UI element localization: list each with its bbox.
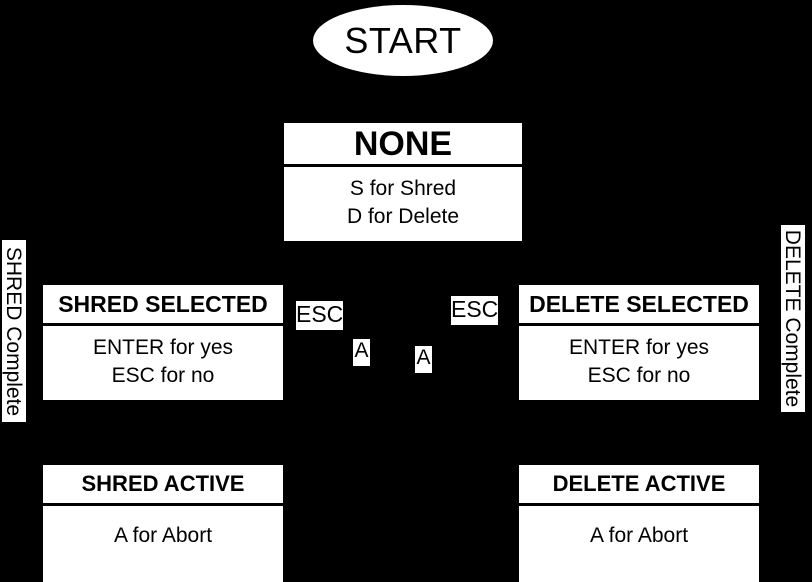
edge-label-esc-left: ESC — [296, 301, 343, 330]
state-delete-active-line-1: A for Abort — [589, 524, 689, 547]
side-label-shred-complete-text: SHRED Complete — [2, 246, 26, 416]
edge-label-abort-right: A — [415, 346, 432, 373]
start-node-label: START — [344, 19, 462, 61]
side-label-delete-complete: DELETE Complete — [781, 225, 805, 412]
state-delete-selected-title: DELETE SELECTED — [529, 290, 749, 317]
edge-label-abort-left: A — [353, 339, 370, 366]
edge-label-esc-right: ESC — [451, 296, 498, 325]
state-none-title-row: NONE — [284, 123, 522, 167]
state-none-title: NONE — [353, 124, 453, 163]
state-shred-active-title: SHRED ACTIVE — [81, 471, 245, 496]
state-delete-selected-body: ENTER for yes ESC for no — [519, 326, 759, 400]
state-box-none[interactable]: NONE S for Shred D for Delete — [284, 123, 522, 241]
state-shred-selected-title: SHRED SELECTED — [58, 290, 268, 317]
state-delete-selected-title-row: DELETE SELECTED — [519, 285, 759, 326]
state-box-delete-active[interactable]: DELETE ACTIVE A for Abort — [519, 465, 759, 582]
state-box-shred-selected[interactable]: SHRED SELECTED ENTER for yes ESC for no — [43, 285, 283, 400]
state-box-shred-active[interactable]: SHRED ACTIVE A for Abort — [43, 465, 283, 582]
state-delete-active-title: DELETE ACTIVE — [552, 471, 726, 496]
state-shred-selected-title-row: SHRED SELECTED — [43, 285, 283, 326]
state-shred-selected-line-1: ENTER for yes — [92, 336, 234, 359]
state-box-delete-selected[interactable]: DELETE SELECTED ENTER for yes ESC for no — [519, 285, 759, 400]
state-delete-selected-line-1: ENTER for yes — [568, 336, 710, 359]
state-delete-selected-line-2: ESC for no — [587, 363, 691, 387]
side-label-shred-complete: SHRED Complete — [2, 240, 26, 422]
state-none-line-2: D for Delete — [346, 204, 460, 228]
side-label-delete-complete-text: DELETE Complete — [781, 229, 805, 408]
start-node[interactable]: START — [313, 5, 493, 76]
state-shred-active-line-1: A for Abort — [113, 524, 213, 547]
state-delete-active-body: A for Abort — [519, 506, 759, 582]
state-shred-selected-body: ENTER for yes ESC for no — [43, 326, 283, 400]
state-none-line-1: S for Shred — [349, 177, 457, 200]
state-none-body: S for Shred D for Delete — [284, 167, 522, 241]
state-shred-active-body: A for Abort — [43, 506, 283, 582]
state-shred-selected-line-2: ESC for no — [111, 363, 215, 387]
state-shred-active-title-row: SHRED ACTIVE — [43, 465, 283, 506]
state-delete-active-title-row: DELETE ACTIVE — [519, 465, 759, 506]
